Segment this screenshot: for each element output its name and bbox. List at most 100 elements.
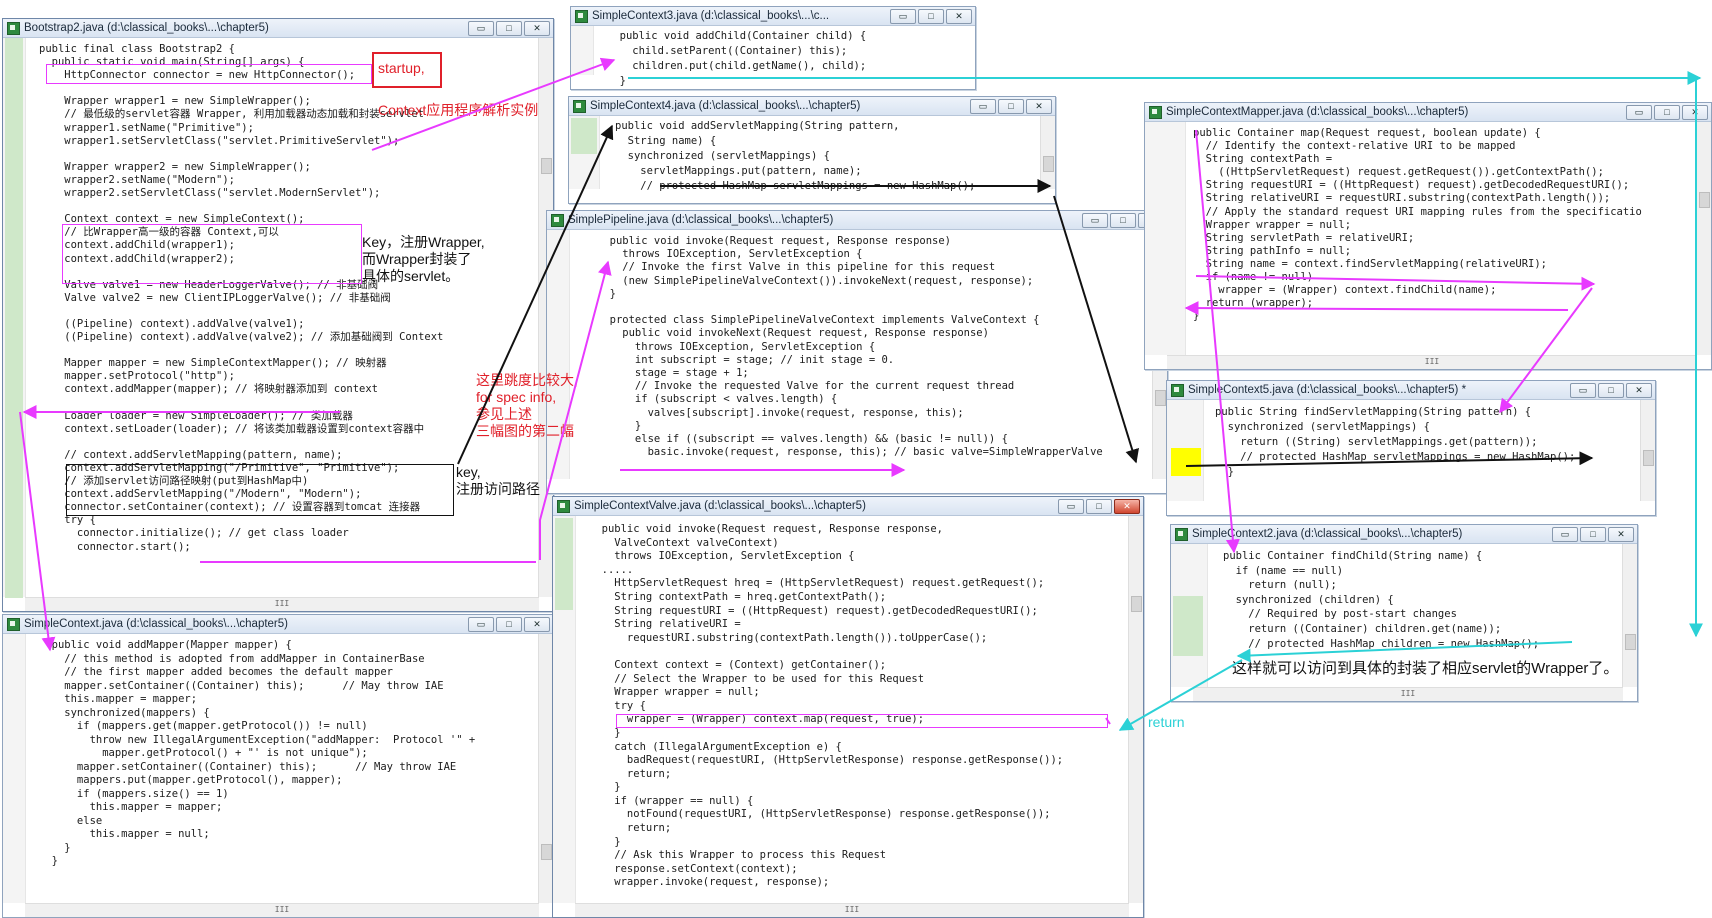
code-line: mapper.setProtocol("http"); xyxy=(39,370,235,383)
simplecontext-titlebar[interactable]: SimpleContext.java (d:\classical_books\.… xyxy=(3,615,553,634)
scroll-thumb[interactable] xyxy=(1043,156,1054,172)
code-line: wrapper1.setName("Primitive"); xyxy=(39,121,254,134)
code-line: ((HttpServletRequest) request.getRequest… xyxy=(1193,166,1604,179)
scroll-thumb[interactable] xyxy=(1625,634,1636,650)
close-button[interactable]: ✕ xyxy=(1682,105,1708,120)
horizontal-scrollbar[interactable]: III xyxy=(25,903,539,917)
vertical-scrollbar[interactable] xyxy=(1040,116,1055,189)
vertical-scrollbar[interactable] xyxy=(1128,516,1143,903)
simplecontext5-code[interactable]: public String findServletMapping(String … xyxy=(1215,405,1575,480)
minimize-button[interactable]: ▭ xyxy=(468,617,494,632)
close-button[interactable]: ✕ xyxy=(1114,499,1140,514)
horizontal-scrollbar[interactable]: III xyxy=(1193,687,1623,701)
code-line: public Container findChild(String name) … xyxy=(1223,550,1483,562)
startup-note: startup, xyxy=(378,60,425,76)
bootstrap2-titlebar[interactable]: Bootstrap2.java (d:\classical_books\...\… xyxy=(3,19,553,38)
vertical-scrollbar[interactable] xyxy=(1622,544,1637,687)
minimize-button[interactable]: ▭ xyxy=(468,21,494,36)
minimize-button[interactable]: ▭ xyxy=(1552,527,1578,542)
code-line: // Invoke the requested Valve for the cu… xyxy=(597,380,1015,393)
simplecontext3-code[interactable]: public void addChild(Container child) { … xyxy=(607,29,867,89)
key-wrapper-note: Key，注册Wrapper, 而Wrapper封装了 具体的servlet。 xyxy=(362,234,485,284)
simplecontext2-code[interactable]: public Container findChild(String name) … xyxy=(1223,549,1539,651)
maximize-button[interactable]: □ xyxy=(496,617,522,632)
maximize-button[interactable]: □ xyxy=(1580,527,1606,542)
java-file-icon xyxy=(551,214,564,227)
simplecontextvalve-window[interactable]: SimpleContextValve.java (d:\classical_bo… xyxy=(552,496,1144,918)
maximize-button[interactable]: □ xyxy=(496,21,522,36)
scroll-thumb[interactable] xyxy=(1699,192,1710,208)
maximize-button[interactable]: □ xyxy=(1654,105,1680,120)
close-button[interactable]: ✕ xyxy=(1026,99,1052,114)
horizontal-scrollbar[interactable]: III xyxy=(25,597,539,611)
main-method-highlight xyxy=(46,64,372,84)
vertical-scrollbar[interactable] xyxy=(1640,400,1655,501)
simplepipeline-code[interactable]: public void invoke(Request request, Resp… xyxy=(597,235,1103,459)
close-button[interactable]: ✕ xyxy=(946,9,972,24)
context-app-note: Context应用程序解析实例 xyxy=(378,102,539,118)
minimize-button[interactable]: ▭ xyxy=(1082,213,1108,228)
minimize-button[interactable]: ▭ xyxy=(1626,105,1652,120)
simplecontext4-code[interactable]: public void addServletMapping(String pat… xyxy=(615,119,975,194)
maximize-button[interactable]: □ xyxy=(918,9,944,24)
simplecontext5-titlebar[interactable]: SimpleContext5.java (d:\classical_books\… xyxy=(1167,381,1655,400)
maximize-button[interactable]: □ xyxy=(1086,499,1112,514)
simplecontext3-titlebar[interactable]: SimpleContext3.java (d:\classical_books\… xyxy=(571,7,975,26)
scroll-thumb[interactable] xyxy=(541,844,552,860)
simplecontextmapper-code[interactable]: public Container map(Request request, bo… xyxy=(1193,127,1642,323)
simplepipeline-titlebar[interactable]: SimplePipeline.java (d:\classical_books\… xyxy=(547,211,1167,230)
code-line: String name) { xyxy=(615,135,717,147)
yellow-marker xyxy=(1171,448,1201,476)
vertical-scrollbar[interactable] xyxy=(538,634,553,903)
simplecontextvalve-code[interactable]: public void invoke(Request request, Resp… xyxy=(589,523,1063,890)
code-line: this.mapper = mapper; xyxy=(39,801,223,813)
minimize-button[interactable]: ▭ xyxy=(890,9,916,24)
maximize-button[interactable]: □ xyxy=(1110,213,1136,228)
simplecontext-window[interactable]: SimpleContext.java (d:\classical_books\.… xyxy=(2,614,554,918)
simplecontextmapper-window[interactable]: SimpleContextMapper.java (d:\classical_b… xyxy=(1144,102,1712,370)
maximize-button[interactable]: □ xyxy=(998,99,1024,114)
simplepipeline-window[interactable]: SimplePipeline.java (d:\classical_books\… xyxy=(546,210,1168,494)
code-line: // protected HashMap servletMappings = n… xyxy=(615,180,976,192)
simplecontext-code[interactable]: public void addMapper(Mapper mapper) { /… xyxy=(39,639,476,869)
scroll-thumb[interactable] xyxy=(1155,390,1166,406)
simplecontext4-titlebar[interactable]: SimpleContext4.java (d:\classical_books\… xyxy=(569,97,1055,116)
simplecontext5-window[interactable]: SimpleContext5.java (d:\classical_books\… xyxy=(1166,380,1656,516)
close-button[interactable]: ✕ xyxy=(524,21,550,36)
simplecontext2-title: SimpleContext2.java (d:\classical_books\… xyxy=(1192,528,1463,540)
simplecontext2-window[interactable]: SimpleContext2.java (d:\classical_books\… xyxy=(1170,524,1638,702)
editor-gutter xyxy=(571,26,594,75)
minimize-button[interactable]: ▭ xyxy=(970,99,996,114)
code-line: Wrapper wrapper1 = new SimpleWrapper(); xyxy=(39,95,311,108)
maximize-button[interactable]: □ xyxy=(1598,383,1624,398)
scroll-thumb[interactable] xyxy=(1131,596,1142,612)
bootstrap2-code[interactable]: public final class Bootstrap2 { public s… xyxy=(39,43,443,554)
editor-gutter xyxy=(1167,400,1204,501)
simplecontext3-window[interactable]: SimpleContext3.java (d:\classical_books\… xyxy=(570,6,976,90)
code-line: mapper.setContainer((Container) this); /… xyxy=(39,679,444,692)
code-line: public void invoke(Request request, Resp… xyxy=(597,235,952,247)
simplecontext4-window[interactable]: SimpleContext4.java (d:\classical_books\… xyxy=(568,96,1056,204)
minimize-button[interactable]: ▭ xyxy=(1570,383,1596,398)
vertical-scrollbar[interactable] xyxy=(1696,122,1711,355)
code-line: ((Pipeline) context).addValve(valve1); xyxy=(39,317,305,330)
code-line: HttpConnector connector = new HttpConnec… xyxy=(39,69,356,82)
minimize-button[interactable]: ▭ xyxy=(1058,499,1084,514)
code-line: // Ask this Wrapper to process this Requ… xyxy=(589,849,887,862)
horizontal-scrollbar[interactable]: III xyxy=(1167,355,1697,369)
simplecontextvalve-titlebar[interactable]: SimpleContextValve.java (d:\classical_bo… xyxy=(553,497,1143,516)
close-button[interactable]: ✕ xyxy=(1608,527,1634,542)
code-line: public static void main(String[] args) { xyxy=(39,56,305,69)
simplecontext2-titlebar[interactable]: SimpleContext2.java (d:\classical_books\… xyxy=(1171,525,1637,544)
code-line: } xyxy=(589,835,621,848)
simplecontextmapper-titlebar[interactable]: SimpleContextMapper.java (d:\classical_b… xyxy=(1145,103,1711,122)
horizontal-scrollbar[interactable]: III xyxy=(575,903,1129,917)
editor-gutter xyxy=(3,634,26,903)
scroll-thumb[interactable] xyxy=(1643,450,1654,466)
scroll-thumb[interactable] xyxy=(541,158,552,174)
close-button[interactable]: ✕ xyxy=(524,617,550,632)
code-line: if (mappers.size() == 1) xyxy=(39,787,229,800)
code-line: // 添加servlet访问路径映射(put到HashMap中) xyxy=(39,475,309,488)
java-file-icon xyxy=(575,10,588,23)
close-button[interactable]: ✕ xyxy=(1626,383,1652,398)
